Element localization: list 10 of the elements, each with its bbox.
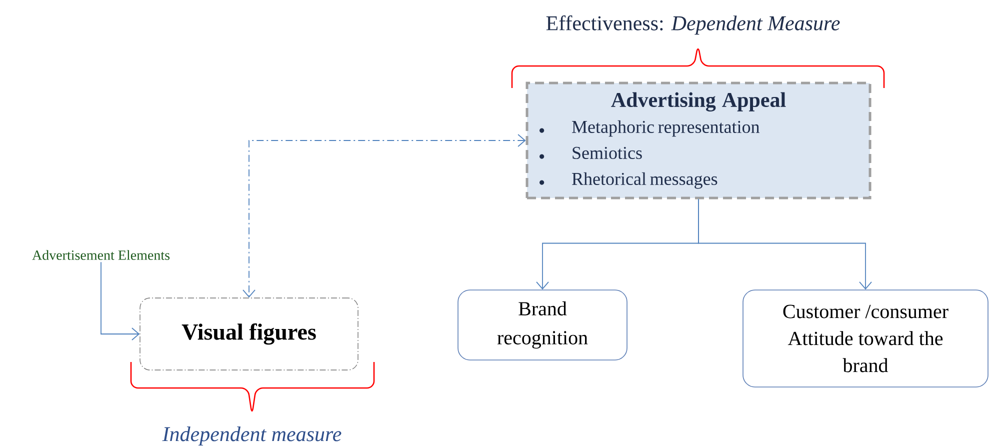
annotation-text: Advertisement Elements: [32, 250, 170, 260]
appeal-box: Advertising Appeal Metaphoric representation Semiotics Rhetorical messages: [526, 82, 872, 200]
outcome-box: Customer /consumer Attitude toward the brand: [742, 290, 988, 388]
outcome-box: Brand recognition: [458, 290, 628, 360]
visual-figures-box: Visual figures: [140, 298, 358, 370]
arrow: [698, 198, 872, 290]
heading-text: Effectiveness: Dependent Measure: [546, 15, 840, 35]
arrow: [100, 262, 140, 340]
heading-text: Independent measure: [162, 426, 342, 446]
arrow: [242, 134, 526, 298]
